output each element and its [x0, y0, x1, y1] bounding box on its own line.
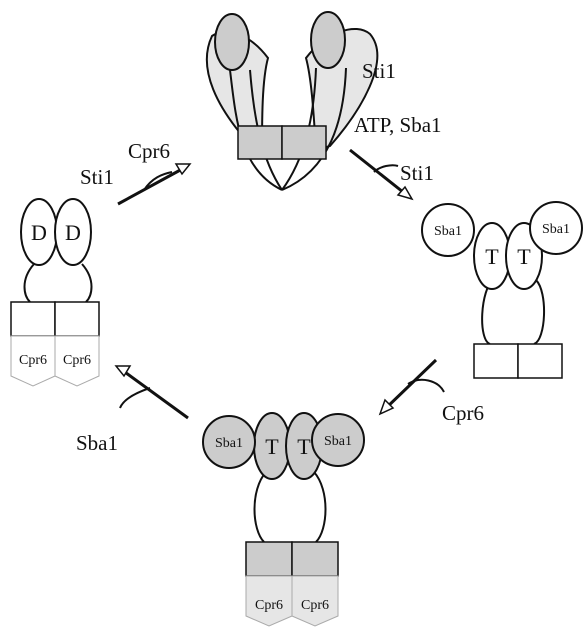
right-sba1-right-label: Sba1 — [542, 222, 570, 237]
arrow-head-left-top — [174, 163, 192, 176]
arrow-shaft-right-bottom — [382, 358, 438, 412]
left-d-right — [54, 198, 92, 266]
arrow-head-top-right — [396, 185, 414, 201]
complex-bottom-cpr6: Sba1 Sba1 T T Cpr6 Cpr6 — [202, 412, 365, 627]
left-cpr6-right-label: Cpr6 — [63, 353, 91, 368]
hsp90-arm-right-outer — [281, 67, 347, 191]
bottom-sba1-left-label: Sba1 — [215, 436, 243, 451]
left-cpr6-tab-left — [10, 335, 56, 387]
arrow-top-to-right: Sti1 — [349, 148, 434, 201]
left-base-box-right — [54, 301, 100, 337]
bottom-sba1-right — [311, 413, 365, 467]
left-d-right-label: D — [65, 220, 81, 245]
arrow-branch-cpr6-bind — [407, 378, 445, 393]
bottom-base-box-left — [245, 541, 293, 577]
n-domain-left — [214, 13, 250, 71]
right-sba1-left — [421, 203, 475, 257]
arrow-right-to-bottom: Cpr6 — [378, 358, 484, 425]
left-cpr6-tab-right — [54, 335, 100, 387]
label-sba1-left: Sba1 — [76, 431, 118, 455]
bottom-cpr6-tab-right — [291, 575, 339, 627]
bottom-base-box-right — [291, 541, 339, 577]
arrow-shaft-left-top — [117, 166, 185, 206]
complex-right-sba1: Sba1 Sba1 T T — [421, 201, 583, 379]
n-domain-right — [310, 11, 346, 69]
label-cpr6-top-left: Cpr6 — [128, 139, 170, 163]
arrow-branch-cpr6-sti1 — [143, 171, 173, 191]
arrow-head-bottom-left — [114, 365, 132, 378]
left-d-left-label: D — [31, 220, 47, 245]
arrow-shaft-bottom-left — [121, 368, 189, 420]
right-t-left-label: T — [485, 244, 499, 269]
bottom-sba1-right-label: Sba1 — [324, 434, 352, 449]
right-base-box-left — [473, 343, 519, 379]
bottom-cpr6-right-label: Cpr6 — [301, 598, 329, 613]
top-base-box-right — [281, 125, 327, 160]
left-base-box-left — [10, 301, 56, 337]
arrow-bottom-to-left: Sba1 — [76, 365, 189, 455]
label-sti1-top-left: Sti1 — [80, 165, 114, 189]
bottom-loop — [253, 471, 327, 543]
label-cpr6-right: Cpr6 — [442, 401, 484, 425]
arrow-branch-sti1-release — [373, 164, 399, 173]
bottom-sba1-left — [202, 415, 256, 469]
label-atp-sba1: ATP, Sba1 — [354, 113, 442, 137]
complex-left-cpr6: D D Cpr6 Cpr6 — [10, 198, 100, 387]
bottom-cpr6-left-label: Cpr6 — [255, 598, 283, 613]
arrow-left-to-top: Cpr6 Sti1 — [80, 139, 192, 206]
right-sba1-right — [529, 201, 583, 255]
bottom-t-right-label: T — [297, 434, 311, 459]
right-base-box-right — [517, 343, 563, 379]
right-sba1-left-label: Sba1 — [434, 224, 462, 239]
top-base-box-left — [237, 125, 283, 160]
complex-top-sti1: Sti1 ATP, Sba1 — [205, 11, 442, 191]
arrow-branch-sba1-release — [119, 387, 151, 409]
arrow-shaft-top-right — [349, 148, 409, 198]
left-loop — [23, 263, 93, 303]
right-t-right-label: T — [517, 244, 531, 269]
label-sti1-top: Sti1 — [362, 59, 396, 83]
label-sti1-release: Sti1 — [400, 161, 434, 185]
bottom-t-left-label: T — [265, 434, 279, 459]
left-cpr6-left-label: Cpr6 — [19, 353, 47, 368]
arrow-head-right-bottom — [378, 398, 395, 416]
bottom-cpr6-tab-left — [245, 575, 293, 627]
